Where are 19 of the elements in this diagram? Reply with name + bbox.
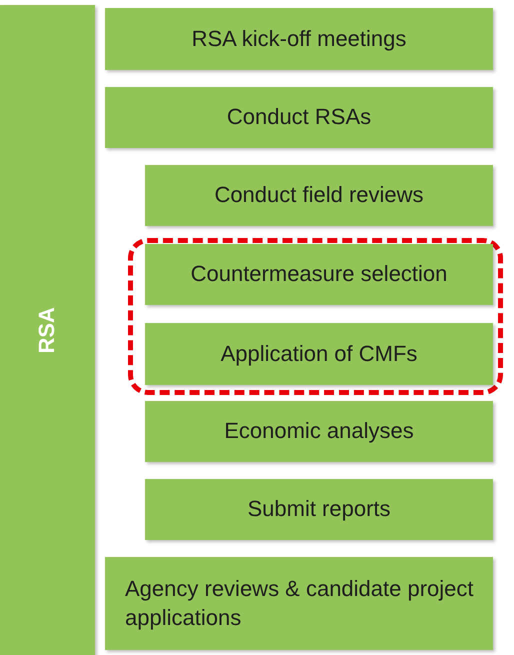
step-box [145,244,493,305]
step-box [145,479,493,540]
step-box [105,8,493,70]
step-label: Submit reports [247,495,391,524]
step-label: Conduct RSAs [226,103,372,132]
dashed-highlight-outline [128,238,503,395]
step-label: RSA kick-off meetings [192,24,406,53]
step-label: Countermeasure selection [190,260,448,288]
step-label: Economic analyses [224,417,414,446]
step-box [105,87,493,148]
step-box [145,323,493,385]
side-band [0,5,95,655]
step-label: Application of CMFs [220,340,418,368]
step-label: Conduct field reviews [214,181,424,210]
step-label: Agency reviews & candidate project applications [125,574,475,632]
step-box [145,165,493,226]
band-label: RSA [33,306,60,354]
step-box [105,557,493,650]
step-box [145,401,493,462]
